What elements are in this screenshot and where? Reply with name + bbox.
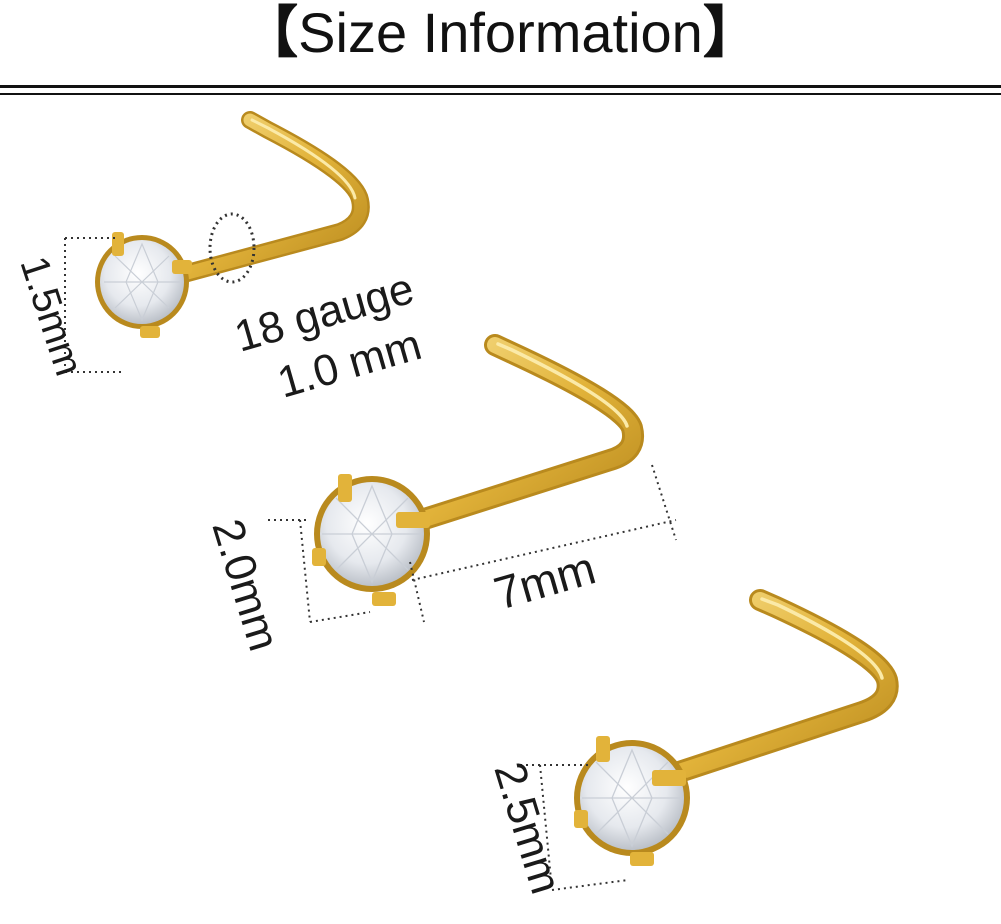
header-divider-thin <box>0 93 1001 95</box>
dimension-small <box>64 237 125 373</box>
gauge-ring-indicator <box>208 212 256 284</box>
page-title: 【Size Information】 <box>0 0 1001 72</box>
nose-stud-medium <box>312 334 644 606</box>
label-stone-medium: 2.0mm <box>202 514 288 657</box>
nose-stud-small <box>95 111 370 338</box>
title-bracket-left: 【 <box>242 1 299 64</box>
header-divider-thick <box>0 85 1001 88</box>
label-stone-small: 1.5mm <box>11 251 91 381</box>
dimension-medium <box>268 519 371 623</box>
dimension-large <box>520 764 629 891</box>
dimension-length <box>409 464 677 623</box>
title-bracket-right: 】 <box>702 1 759 64</box>
label-stone-large: 2.5mm <box>484 757 570 900</box>
title-text: Size Information <box>298 1 703 64</box>
label-length: 7mm <box>488 541 601 619</box>
nose-stud-large <box>574 589 899 866</box>
